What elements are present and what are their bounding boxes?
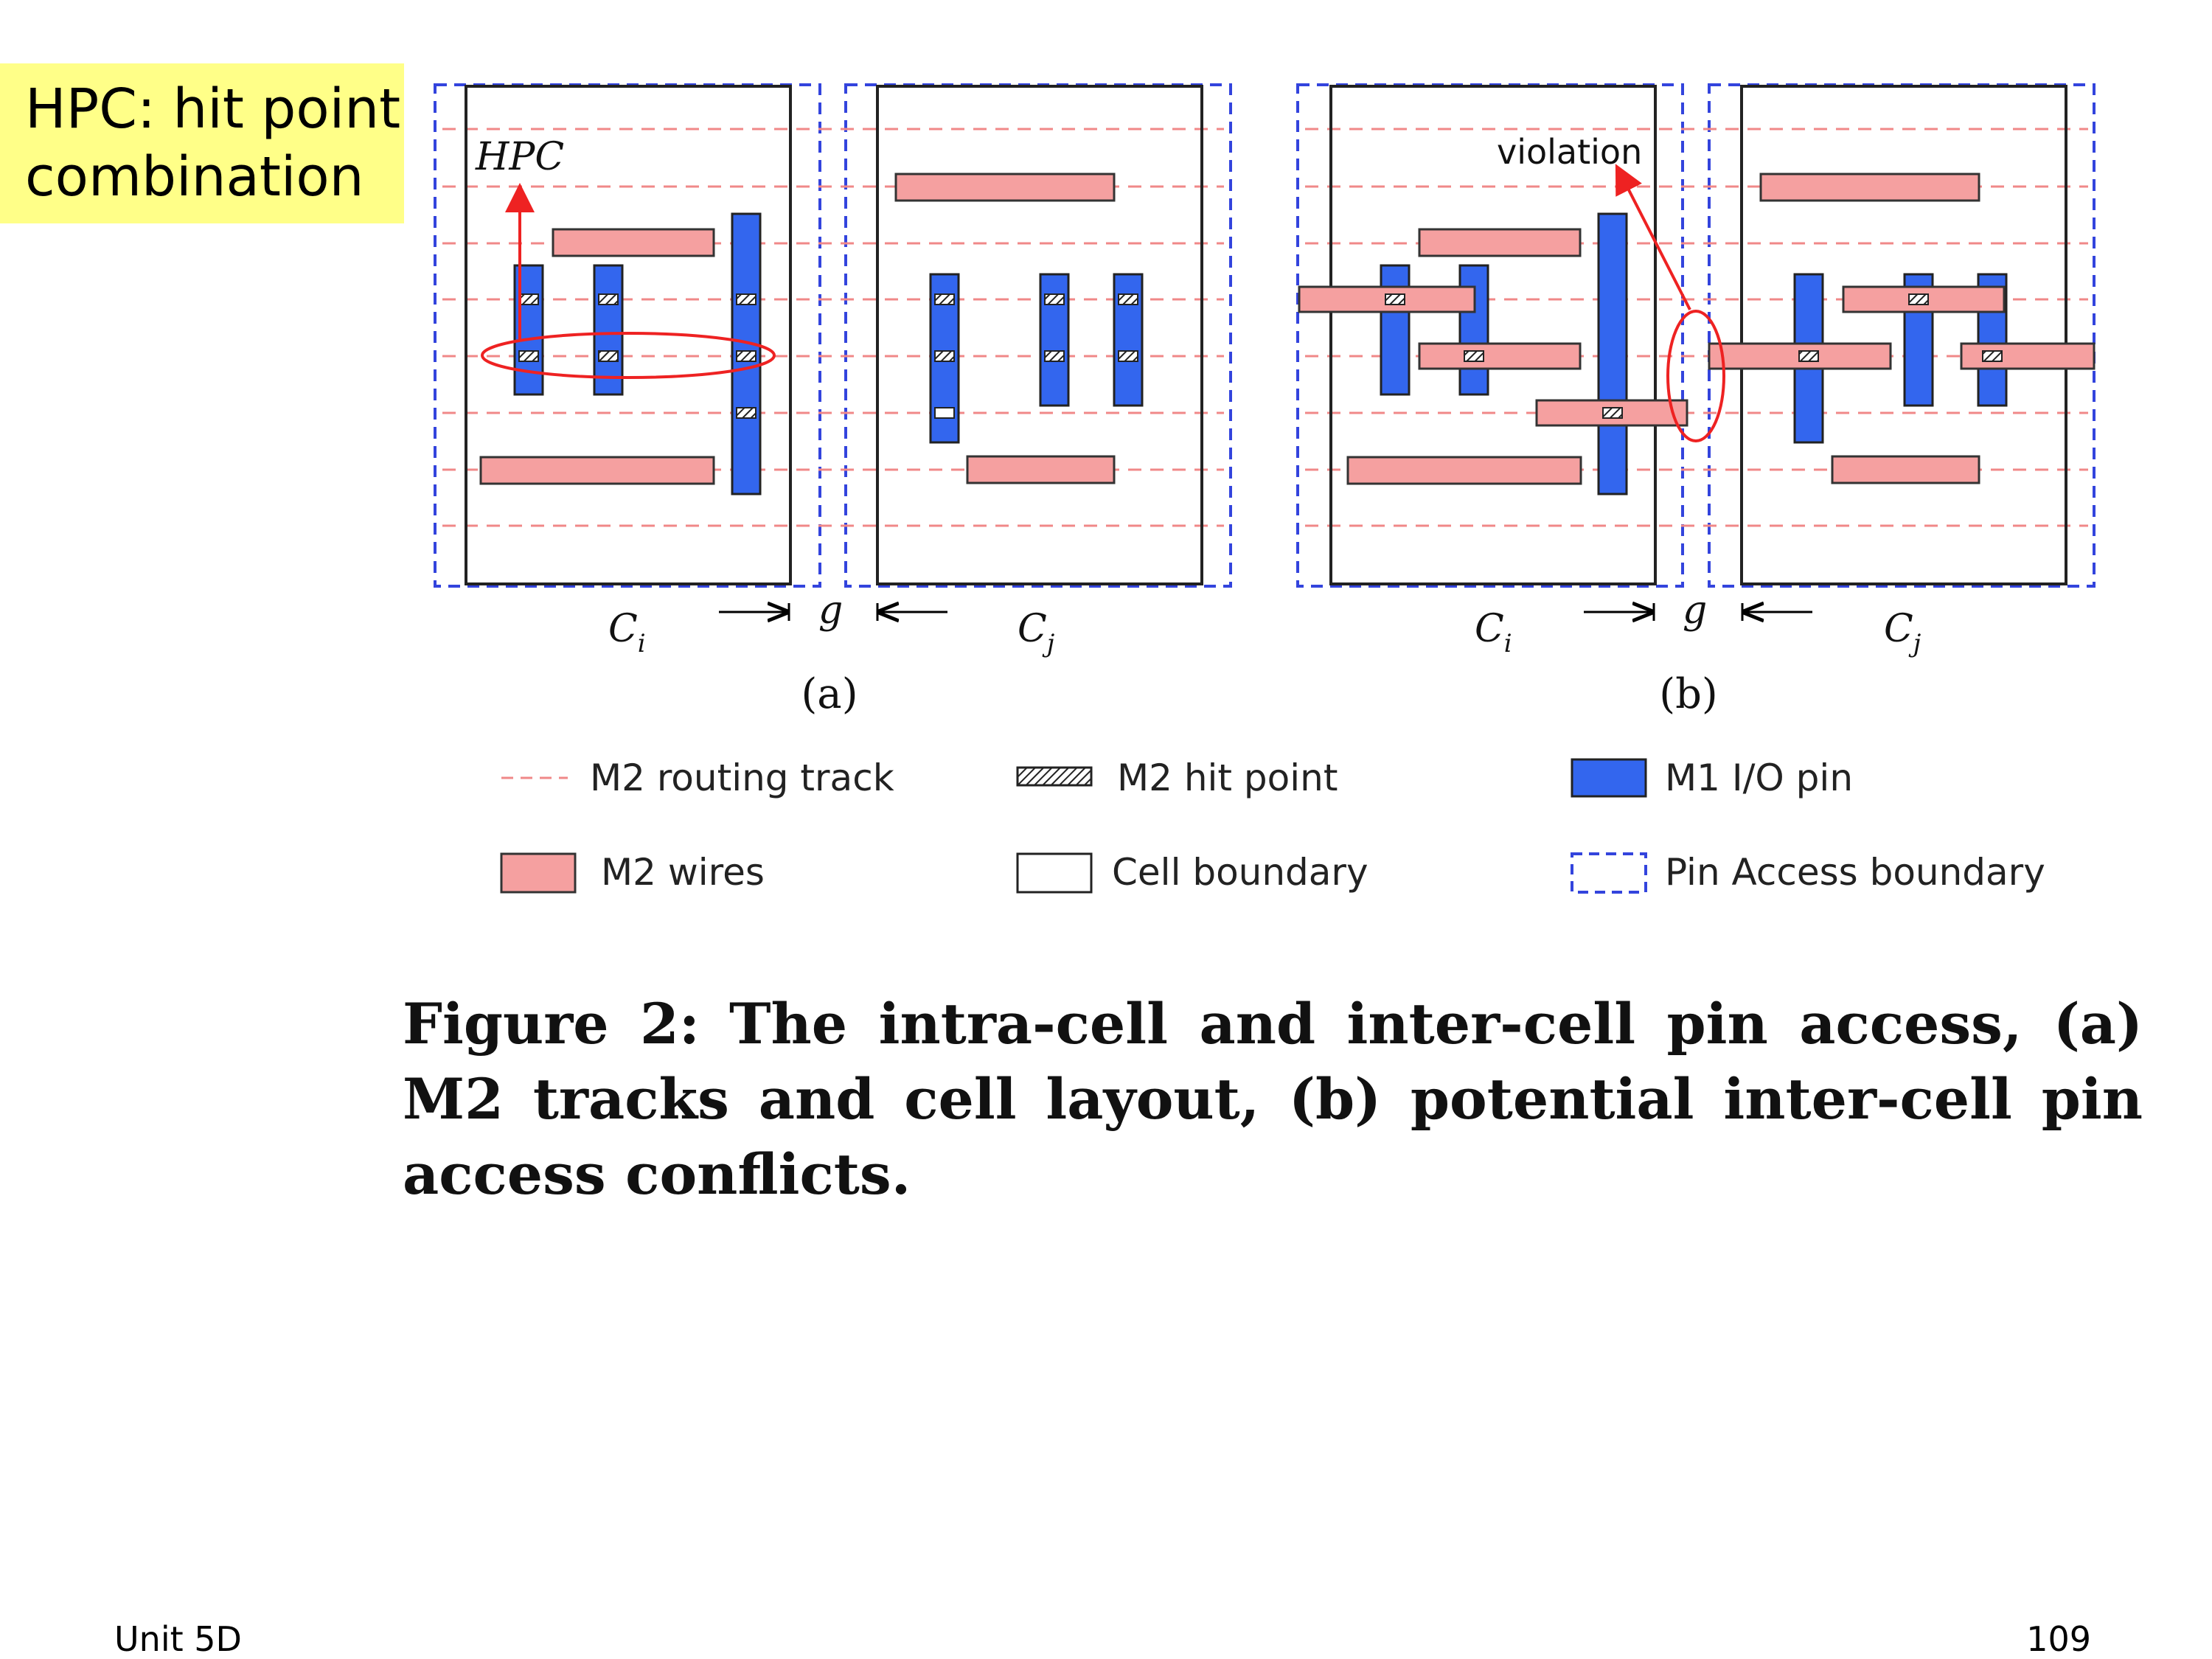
cell-boundary-cj xyxy=(876,85,1203,585)
m2-wire xyxy=(479,456,715,485)
legend-hit-point-swatch xyxy=(1016,766,1093,787)
cell-boundary-cj xyxy=(1740,85,2067,585)
hit-point xyxy=(1602,407,1623,419)
hit-point xyxy=(1385,293,1405,305)
figure-number: Figure 2: xyxy=(403,991,700,1057)
m2-hit-points xyxy=(1385,293,1623,419)
footer-unit-label: Unit 5D xyxy=(114,1619,242,1659)
cell-cj-label: Cj xyxy=(1884,607,1921,658)
pin-access-boundary xyxy=(844,83,1232,588)
m2-hit-points xyxy=(1798,293,2003,362)
legend-pin-access-label: Pin Access boundary xyxy=(1665,851,2045,894)
legend-pin-access-swatch xyxy=(1571,852,1647,894)
hit-point xyxy=(1982,350,2003,362)
panel-a-sublabel: (a) xyxy=(801,670,858,718)
hit-point xyxy=(1044,293,1065,305)
m2-wire xyxy=(1346,456,1582,485)
violation-arrow xyxy=(1615,164,1691,310)
hpc-ellipse xyxy=(481,332,776,379)
m1-io-pin xyxy=(1380,264,1411,396)
cell-boundary-ci xyxy=(465,85,792,585)
legend-routing-track-label: M2 routing track xyxy=(590,757,894,799)
hit-point xyxy=(736,350,757,362)
hit-point xyxy=(1118,293,1138,305)
hit-point xyxy=(1118,350,1138,362)
m2-hit-points xyxy=(934,293,1138,362)
legend-cell-boundary-label: Cell boundary xyxy=(1112,851,1368,894)
figure-caption-text: The intra-cell and inter-cell pin access… xyxy=(403,991,2143,1207)
hit-point xyxy=(736,407,757,419)
m1-io-pin xyxy=(1597,212,1628,495)
hit-point xyxy=(518,350,539,362)
m2-wire xyxy=(1831,455,1980,484)
legend-io-pin-label: M1 I/O pin xyxy=(1665,757,1853,799)
hit-point xyxy=(736,293,757,305)
m2-hit-points xyxy=(518,293,757,419)
figure-caption: Figure 2:The intra-cell and inter-cell p… xyxy=(403,987,2143,1212)
m2-wire xyxy=(552,228,715,257)
pin-access-boundary xyxy=(1708,83,2096,588)
panel-b-sublabel: (b) xyxy=(1659,670,1718,718)
legend: M2 routing track M2 hit point M1 I/O pin… xyxy=(500,757,2045,894)
m2-wire xyxy=(1418,342,1582,370)
cell-ci-label: Ci xyxy=(1475,607,1512,658)
violation-ellipse xyxy=(1666,310,1725,442)
gap-label: g xyxy=(818,588,843,633)
m2-wire xyxy=(894,173,1116,202)
m2-wire xyxy=(1759,173,1980,202)
hit-point xyxy=(934,293,955,305)
m2-wire xyxy=(1960,342,2096,370)
pin-access-diagram: HPC Ci Cj g (a) xyxy=(434,83,2096,894)
m1-io-pin xyxy=(593,264,624,396)
hpc-callout: HPC: hit point combination xyxy=(0,63,404,223)
cell-cj-label: Cj xyxy=(1018,607,1055,658)
panel-b: violation Ci Cj g (b) xyxy=(1296,83,2096,718)
m2-wire xyxy=(1418,228,1582,257)
hit-point xyxy=(518,293,539,305)
page-number: 109 xyxy=(2026,1619,2091,1659)
m2-wire xyxy=(966,455,1116,484)
m1-io-pin xyxy=(1458,264,1489,396)
hpc-label: HPC xyxy=(475,135,564,179)
hit-point xyxy=(1908,293,1929,305)
hit-point xyxy=(1798,350,1819,362)
hit-point-plain xyxy=(934,407,955,419)
legend-io-pin-swatch xyxy=(1571,758,1647,798)
cell-ci-label: Ci xyxy=(608,607,646,658)
callout-line-2: combination xyxy=(25,145,364,209)
gap-label: g xyxy=(1683,588,1707,633)
hit-point xyxy=(598,350,619,362)
callout-line-1: HPC: hit point xyxy=(25,77,401,141)
hit-point xyxy=(598,293,619,305)
legend-hit-point-label: M2 hit point xyxy=(1117,757,1338,799)
m2-wire-violating xyxy=(1708,342,1892,370)
panel-a: HPC Ci Cj g (a) xyxy=(434,83,1232,718)
legend-cell-boundary-swatch xyxy=(1016,852,1093,894)
violation-label: violation xyxy=(1497,132,1642,172)
legend-wires-label: M2 wires xyxy=(601,851,765,894)
cell-boundary-ci xyxy=(1329,85,1657,585)
hit-point xyxy=(1464,350,1484,362)
hit-point xyxy=(934,350,955,362)
hit-point xyxy=(1044,350,1065,362)
legend-wires-swatch xyxy=(500,852,577,894)
